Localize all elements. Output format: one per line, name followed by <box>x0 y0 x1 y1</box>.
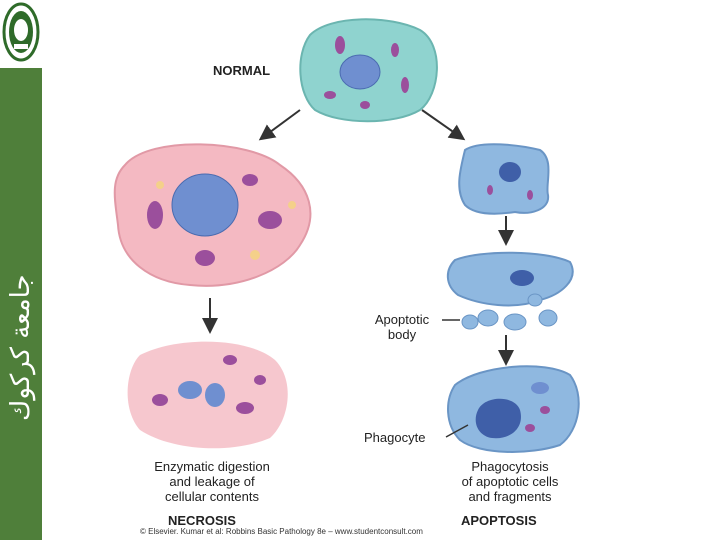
apoptosis-description: Phagocytosis of apoptotic cells and frag… <box>440 459 580 504</box>
label-phagocyte: Phagocyte <box>364 430 426 445</box>
phagocyte-pointer <box>445 424 469 438</box>
necrosis-debris <box>127 341 288 449</box>
label-necrosis: NECROSIS <box>168 513 236 528</box>
shrunken-cell <box>458 143 550 215</box>
seal-icon <box>2 2 40 62</box>
necrosis-desc-line2: and leakage of <box>169 474 255 489</box>
label-normal: NORMAL <box>213 63 271 78</box>
necrosis-desc-line1: Enzymatic digestion <box>154 459 270 474</box>
label-apoptotic-body: Apoptotic body <box>366 312 438 342</box>
apoptosis-desc-line3: and fragments <box>468 489 552 504</box>
sidebar-bar <box>0 68 42 540</box>
fragmenting-cell <box>446 251 574 331</box>
label-apoptotic-body-line1: Apoptotic <box>374 312 430 327</box>
normal-cell <box>299 18 438 123</box>
necrosis-description: Enzymatic digestion and leakage of cellu… <box>132 459 292 504</box>
label-apoptosis: APOPTOSIS <box>461 513 537 528</box>
arrow-to-apoptosis <box>421 109 466 141</box>
phagocyte-cell <box>447 365 580 453</box>
arrow-to-necrosis <box>258 109 301 141</box>
necrosis-desc-line3: cellular contents <box>165 489 259 504</box>
swollen-cell <box>113 143 312 287</box>
apoptosis-desc-line2: of apoptotic cells <box>461 474 559 489</box>
university-logo <box>0 0 42 68</box>
label-apoptotic-body-line2: body <box>387 327 417 342</box>
copyright-text: © Elsevier. Kumar et al: Robbins Basic P… <box>140 527 423 536</box>
apoptotic-body <box>477 309 499 327</box>
apoptosis-desc-line1: Phagocytosis <box>471 459 549 474</box>
